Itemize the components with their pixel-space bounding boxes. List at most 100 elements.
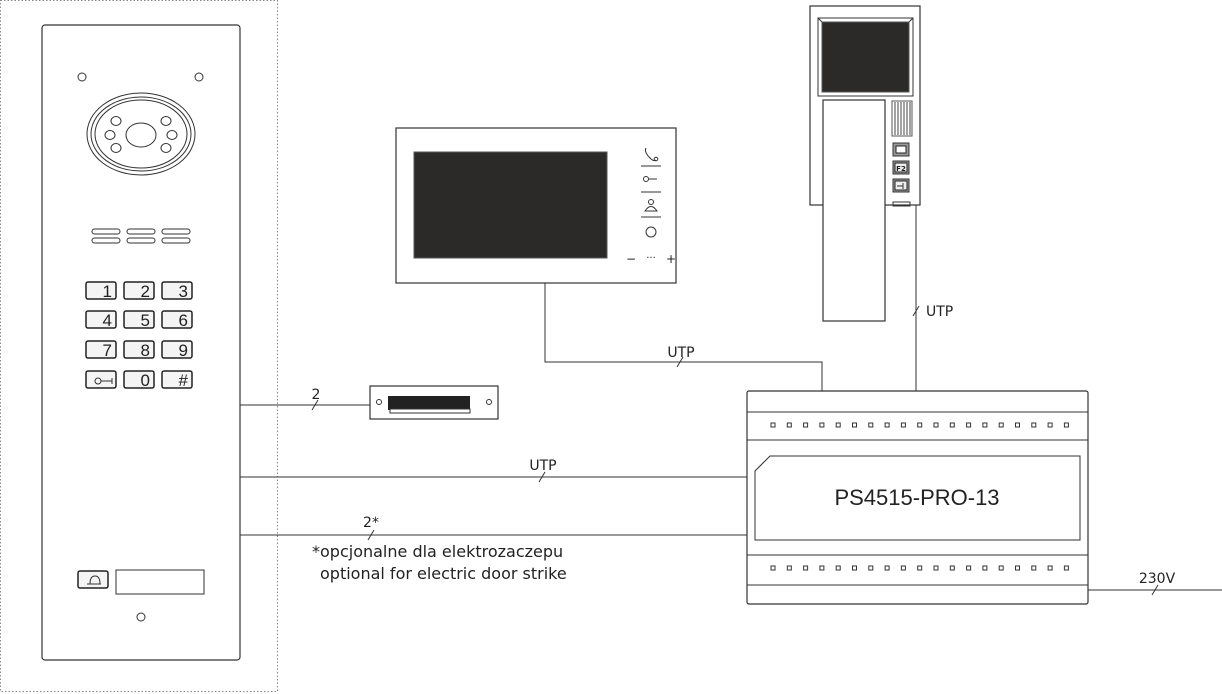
terminal bbox=[835, 565, 841, 571]
svg-text:1: 1 bbox=[103, 282, 112, 301]
ps-label-panel bbox=[754, 455, 1081, 541]
terminal bbox=[917, 422, 923, 428]
terminal bbox=[819, 422, 825, 428]
note: *opcjonalne dla elektrozaczepu optional … bbox=[312, 542, 567, 583]
power-supply-ps4515: PS4515-PRO-13 bbox=[746, 390, 1089, 605]
terminal bbox=[786, 565, 792, 571]
terminal bbox=[917, 565, 923, 571]
terminal bbox=[933, 565, 939, 571]
terminal bbox=[803, 422, 809, 428]
terminal bbox=[770, 422, 776, 428]
wire-label-monitor: UTP bbox=[667, 345, 694, 361]
svg-text:6: 6 bbox=[179, 311, 188, 330]
terminal bbox=[868, 565, 874, 571]
key-3[interactable]: 3 bbox=[161, 281, 193, 301]
terminal bbox=[1047, 422, 1053, 428]
handset-receiver bbox=[822, 99, 886, 322]
terminal bbox=[868, 422, 874, 428]
keypad: 1 2 3 4 5 6 7 8 9 0 # bbox=[85, 281, 193, 390]
f2-button[interactable]: F2 bbox=[892, 160, 910, 175]
menu-button[interactable]: ··· bbox=[646, 253, 656, 264]
monitor-screen bbox=[413, 151, 608, 259]
led bbox=[166, 130, 178, 140]
key-1[interactable]: 1 bbox=[85, 281, 117, 301]
terminal bbox=[949, 565, 955, 571]
key-hash[interactable]: # bbox=[161, 370, 193, 390]
ps-model-label: PS4515-PRO-13 bbox=[834, 485, 999, 510]
wire-label-panel-ps: UTP bbox=[529, 458, 556, 474]
speaker-grille bbox=[91, 228, 191, 244]
led bbox=[160, 143, 172, 153]
handset-monitor: F2 bbox=[809, 5, 921, 322]
led bbox=[104, 130, 116, 140]
terminal bbox=[1031, 422, 1037, 428]
terminal bbox=[1031, 565, 1037, 571]
circle-button-icon[interactable] bbox=[645, 226, 657, 238]
volume-up-button[interactable]: + bbox=[666, 252, 676, 266]
terminal bbox=[852, 565, 857, 571]
svg-text:3: 3 bbox=[179, 282, 188, 301]
terminal bbox=[770, 565, 776, 571]
volume-down-button[interactable]: − bbox=[626, 252, 636, 266]
person-icon[interactable] bbox=[644, 199, 658, 212]
terminal bbox=[982, 565, 988, 571]
svg-text:4: 4 bbox=[103, 311, 112, 330]
led bbox=[110, 143, 122, 153]
panel-boundary bbox=[0, 0, 278, 692]
terminal bbox=[1063, 422, 1069, 428]
wire-label-optional: 2* bbox=[363, 515, 379, 531]
handset-monitor-screen bbox=[821, 21, 910, 93]
terminal bbox=[933, 422, 939, 428]
led bbox=[160, 116, 172, 126]
terminal bbox=[900, 565, 906, 571]
terminal bbox=[835, 422, 841, 428]
key-7[interactable]: 7 bbox=[85, 340, 117, 360]
wire-monitor bbox=[544, 283, 823, 391]
note-line-pl: *opcjonalne dla elektrozaczepu bbox=[312, 542, 563, 561]
note-line-en: optional for electric door strike bbox=[320, 564, 567, 583]
svg-text:#: # bbox=[179, 371, 189, 390]
key-9[interactable]: 9 bbox=[161, 340, 193, 360]
name-plate bbox=[115, 569, 205, 595]
handset-icon[interactable] bbox=[645, 147, 659, 162]
terminal-row bbox=[770, 422, 1069, 428]
terminal bbox=[966, 422, 972, 428]
wire-label-handset: UTP bbox=[926, 304, 953, 320]
key-icon bbox=[897, 183, 904, 189]
terminal bbox=[998, 422, 1004, 428]
svg-text:F2: F2 bbox=[896, 165, 906, 173]
camera bbox=[86, 92, 196, 176]
terminal bbox=[884, 422, 890, 428]
svg-text:0: 0 bbox=[141, 371, 150, 390]
wire-label-door-strike: 2 bbox=[312, 387, 321, 403]
electric-door-strike bbox=[369, 385, 499, 420]
unlock-button[interactable] bbox=[892, 178, 910, 193]
key-8[interactable]: 8 bbox=[123, 340, 155, 360]
key-0[interactable]: 0 bbox=[123, 370, 155, 390]
wire-label-mains: 230V bbox=[1139, 571, 1176, 587]
terminal bbox=[900, 422, 906, 428]
key-4[interactable]: 4 bbox=[85, 310, 117, 330]
key-5[interactable]: 5 bbox=[123, 310, 155, 330]
terminal bbox=[884, 565, 890, 571]
terminal bbox=[998, 565, 1004, 571]
speaker-grille bbox=[891, 100, 913, 137]
terminal bbox=[949, 422, 955, 428]
terminal bbox=[1015, 422, 1020, 428]
video-monitor: − ··· + bbox=[395, 127, 677, 284]
monitor-button[interactable] bbox=[892, 142, 910, 157]
terminal bbox=[982, 422, 988, 428]
call-button[interactable] bbox=[77, 570, 109, 589]
screw-hole bbox=[136, 612, 146, 622]
terminal bbox=[966, 565, 972, 571]
key-icon[interactable] bbox=[643, 176, 658, 182]
key-6[interactable]: 6 bbox=[161, 310, 193, 330]
key-2[interactable]: 2 bbox=[123, 281, 155, 301]
svg-text:8: 8 bbox=[141, 341, 150, 360]
key-unlock[interactable] bbox=[85, 370, 117, 389]
terminal bbox=[1047, 565, 1053, 571]
led bbox=[110, 116, 122, 126]
screw-hole bbox=[77, 72, 87, 82]
svg-text:5: 5 bbox=[141, 311, 150, 330]
terminal bbox=[819, 565, 825, 571]
